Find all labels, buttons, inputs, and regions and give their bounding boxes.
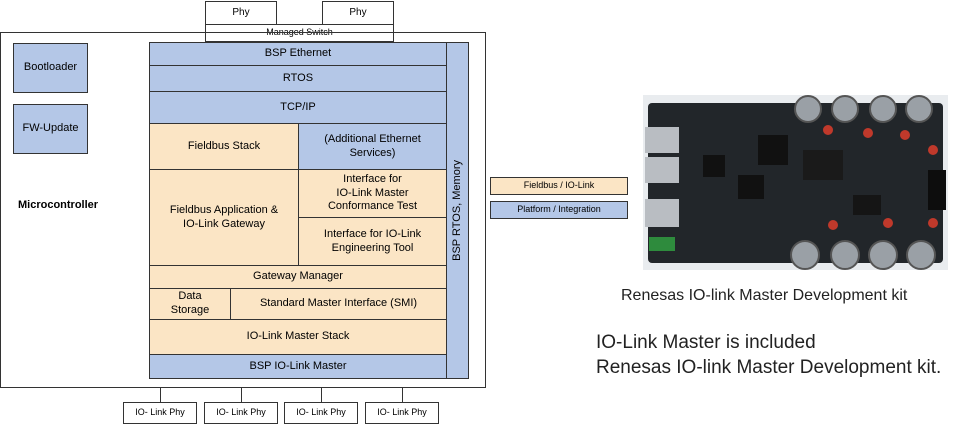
iolink-phy-3: IO- Link Phy (284, 402, 358, 424)
tcpip-label: TCP/IP (280, 100, 316, 113)
iolink-phy-4: IO- Link Phy (365, 402, 439, 424)
fieldbus-application-label: Fieldbus Application & IO-Link Gateway (169, 203, 279, 230)
bsp-rtos-memory-label: BSP RTOS, Memory (450, 160, 463, 261)
interface-engineering-block: Interface for IO-Link Engineering Tool (298, 217, 447, 266)
microcontroller-frame (0, 32, 486, 388)
fieldbus-stack-label: Fieldbus Stack (187, 139, 261, 152)
legend-platform-label: Platform / Integration (517, 204, 601, 215)
tcpip-block: TCP/IP (149, 91, 447, 124)
interface-conformance-label: Interface for IO-Link Master Conformance… (327, 172, 418, 213)
fieldbus-stack-block: Fieldbus Stack (149, 123, 299, 170)
fw-update-block: FW-Update (13, 104, 88, 154)
legend-platform: Platform / Integration (490, 201, 628, 219)
iolink-phy-2-label: IO- Link Phy (216, 407, 266, 418)
smi-block: Standard Master Interface (SMI) (230, 288, 447, 320)
top-phy-2: Phy (322, 1, 394, 25)
bsp-iolink-master-block: BSP IO-Link Master (149, 354, 447, 379)
bsp-iolink-master-label: BSP IO-Link Master (249, 359, 347, 372)
connector-line-2 (241, 388, 242, 402)
rtos-block: RTOS (149, 65, 447, 92)
additional-ethernet-label: (Additional Ethernet Services) (324, 132, 421, 159)
note-line-2: Renesas IO-link Master Development kit. (596, 357, 942, 378)
bootloader-block: Bootloader (13, 43, 88, 93)
rtos-label: RTOS (282, 71, 314, 84)
legend-fieldbus: Fieldbus / IO-Link (490, 177, 628, 195)
data-storage-label: Data Storage (170, 290, 210, 316)
iolink-phy-1: IO- Link Phy (123, 402, 197, 424)
iolink-phy-4-label: IO- Link Phy (377, 407, 427, 418)
dev-kit-board-drawing (645, 95, 946, 270)
gateway-manager-label: Gateway Manager (253, 270, 343, 283)
note-line-1: IO-Link Master is included (596, 332, 816, 353)
additional-ethernet-block: (Additional Ethernet Services) (298, 123, 447, 170)
iolink-phy-2: IO- Link Phy (204, 402, 278, 424)
top-phy-1: Phy (205, 1, 277, 25)
microcontroller-label: Microcontroller (18, 199, 99, 211)
connector-line-4 (402, 388, 403, 402)
iolink-master-stack-label: IO-Link Master Stack (246, 330, 350, 343)
legend-fieldbus-label: Fieldbus / IO-Link (523, 180, 595, 191)
bootloader-label: Bootloader (23, 61, 78, 74)
top-phy-1-label: Phy (232, 6, 250, 18)
interface-engineering-label: Interface for IO-Link Engineering Tool (323, 227, 422, 254)
data-storage-block: Data Storage (149, 288, 231, 320)
interface-conformance-block: Interface for IO-Link Master Conformance… (298, 169, 447, 218)
gateway-manager-block: Gateway Manager (149, 265, 447, 289)
fw-update-label: FW-Update (22, 122, 79, 135)
bsp-ethernet-block: BSP Ethernet (149, 42, 447, 66)
photo-caption: Renesas IO-link Master Development kit (621, 287, 908, 304)
bsp-rtos-memory-block: BSP RTOS, Memory (446, 42, 469, 379)
connector-line-1 (160, 388, 161, 402)
iolink-master-stack-block: IO-Link Master Stack (149, 319, 447, 355)
top-phy-2-label: Phy (349, 6, 367, 18)
smi-label: Standard Master Interface (SMI) (259, 297, 418, 310)
connector-line-3 (321, 388, 322, 402)
bsp-ethernet-label: BSP Ethernet (264, 47, 332, 60)
iolink-phy-1-label: IO- Link Phy (135, 407, 185, 418)
dev-kit-photo (643, 95, 948, 270)
fieldbus-application-block: Fieldbus Application & IO-Link Gateway (149, 169, 299, 266)
iolink-phy-3-label: IO- Link Phy (296, 407, 346, 418)
